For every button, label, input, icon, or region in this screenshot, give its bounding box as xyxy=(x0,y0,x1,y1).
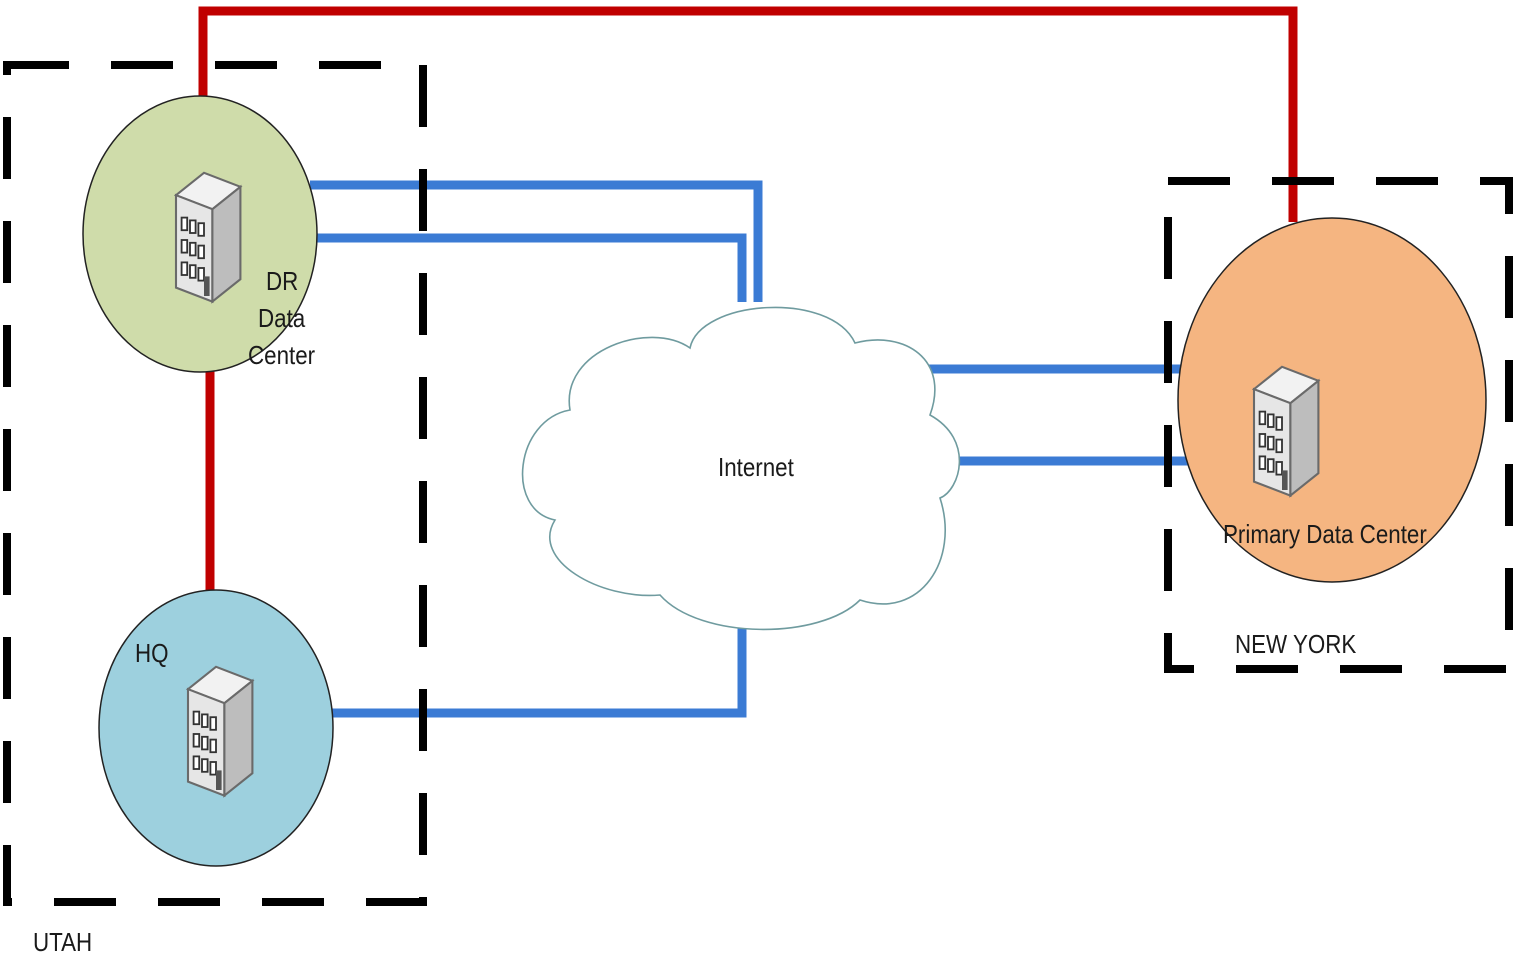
dr-label-line-3: Center xyxy=(248,340,316,370)
utah-region-boundary xyxy=(3,61,427,906)
hq-label: HQ xyxy=(135,638,169,668)
internet-link-dr-1 xyxy=(310,180,763,302)
internet-link-hq xyxy=(332,625,747,718)
primary-data-center-node xyxy=(1177,217,1487,583)
utah-region-label: UTAH xyxy=(33,927,93,957)
internet-link-dr-2 xyxy=(315,233,747,302)
private-link-dr-primary xyxy=(198,6,1298,222)
dr-label-line-1: DR xyxy=(266,266,299,296)
new-york-region-boundary xyxy=(1164,177,1513,673)
internet-label: Internet xyxy=(718,452,794,482)
hq-server-icon xyxy=(186,665,254,797)
primary-data-center-label: Primary Data Center xyxy=(1223,519,1427,549)
dr-server-icon xyxy=(174,171,242,303)
primary-server-icon xyxy=(1252,365,1320,497)
dr-label-line-2: Data xyxy=(258,303,306,333)
new-york-region-label: NEW YORK xyxy=(1235,629,1357,659)
internet-cloud xyxy=(521,306,961,631)
